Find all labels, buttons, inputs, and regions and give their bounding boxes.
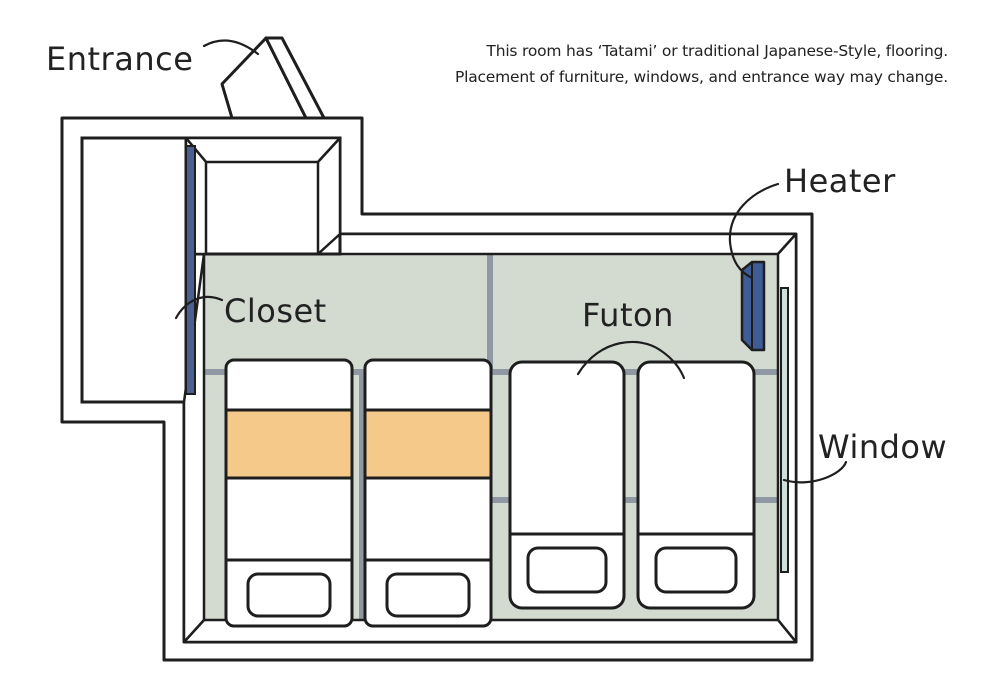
window-icon <box>780 287 789 573</box>
futon-label: Futon <box>582 296 674 334</box>
floor-rim-left <box>182 252 206 644</box>
floor-rim-top <box>318 232 798 256</box>
heater-icon <box>740 260 766 352</box>
leader-lines <box>174 39 848 484</box>
door-icon <box>220 36 326 120</box>
note-line-2: Placement of furniture, windows, and ent… <box>454 68 948 86</box>
heater-leader <box>728 182 780 280</box>
futon-leader-left <box>576 340 662 376</box>
futon-icon <box>363 358 493 628</box>
closet-door <box>185 145 196 395</box>
closet-leader <box>174 295 224 320</box>
entry-alcove-bevel <box>316 136 342 256</box>
closet-label: Closet <box>224 292 327 330</box>
flooring-note: This room has ‘Tatami’ or traditional Ja… <box>388 38 948 90</box>
futon-icon <box>508 360 626 610</box>
futon-leader-right <box>658 348 686 380</box>
futon-icon <box>224 358 354 628</box>
window-leader <box>782 460 848 484</box>
futon-icon <box>636 360 756 610</box>
entrance-label: Entrance <box>46 40 193 78</box>
note-line-1: This room has ‘Tatami’ or traditional Ja… <box>486 42 948 60</box>
closet-compartment <box>80 136 188 404</box>
entry-alcove-bevel <box>184 136 342 164</box>
entrance-leader <box>202 39 260 56</box>
heater-label: Heater <box>784 162 896 200</box>
window-label: Window <box>818 428 947 466</box>
